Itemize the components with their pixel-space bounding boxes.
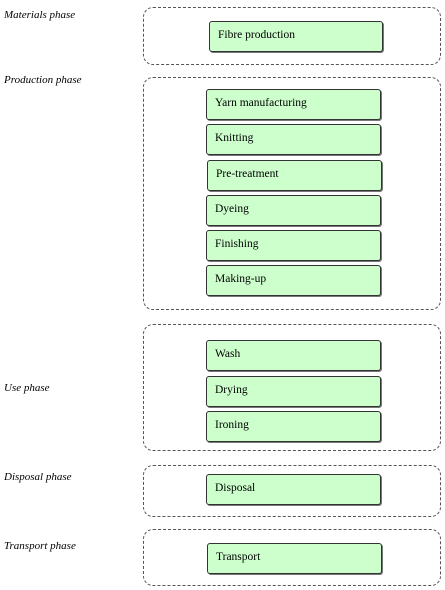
step-pre-treatment: Pre-treatment: [207, 160, 382, 191]
step-knitting: Knitting: [206, 124, 381, 155]
step-making-up: Making-up: [206, 265, 381, 296]
group-materials-phase: [143, 7, 441, 65]
group-use-phase: [143, 324, 441, 451]
phase-label-production: Production phase: [4, 74, 82, 86]
step-finishing: Finishing: [206, 230, 381, 261]
step-drying: Drying: [206, 376, 381, 407]
step-fibre-production: Fibre production: [209, 21, 383, 52]
step-yarn-manufacturing: Yarn manufacturing: [206, 89, 381, 120]
group-disposal-phase: [143, 465, 441, 517]
step-transport: Transport: [207, 543, 382, 574]
group-transport-phase: [143, 529, 441, 586]
phase-label-transport: Transport phase: [4, 540, 76, 552]
phase-label-disposal: Disposal phase: [4, 471, 72, 483]
phase-label-use: Use phase: [4, 382, 50, 394]
step-wash: Wash: [206, 340, 381, 371]
step-ironing: Ironing: [206, 411, 381, 442]
group-production-phase: [143, 77, 441, 310]
step-dyeing: Dyeing: [206, 195, 381, 226]
step-disposal: Disposal: [206, 474, 381, 505]
phase-label-materials: Materials phase: [4, 9, 76, 21]
